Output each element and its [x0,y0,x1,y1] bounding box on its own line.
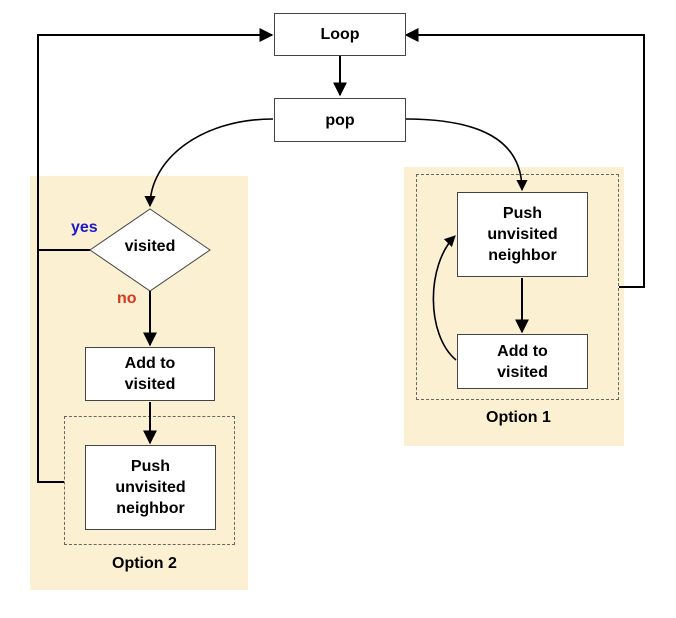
edge-add-to-push-right [432,235,457,361]
add-to-visited-left-label: Add to visited [124,355,176,393]
visited-node-label: visited [124,238,176,255]
no-label: no [117,290,137,307]
push-unvisited-neighbor-node-right: Push unvisited neighbor [457,192,588,277]
edge-pop-to-option1 [404,118,528,192]
edge-option1-to-loop [404,28,645,288]
push-left-label: Push unvisited neighbor [115,458,186,517]
option-1-dashed-group [416,174,619,400]
add-to-visited-node-right: Add to visited [457,334,588,389]
add-to-visited-node-left: Add to visited [85,347,215,401]
yes-label: yes [71,219,98,236]
pop-node: pop [274,98,406,142]
visited-decision-diamond [89,208,211,292]
add-to-visited-right-label: Add to visited [497,342,548,381]
loop-node: Loop [274,13,406,56]
pop-node-label: pop [325,111,355,129]
edge-pop-to-visited [144,118,274,208]
push-right-label: Push unvisited neighbor [487,205,558,264]
loop-node-label: Loop [320,26,360,43]
option-2-label: Option 2 [112,555,177,572]
edge-option2-to-loop [37,28,274,483]
push-unvisited-neighbor-node-left: Push unvisited neighbor [85,445,216,530]
option-1-label: Option 1 [486,409,551,426]
